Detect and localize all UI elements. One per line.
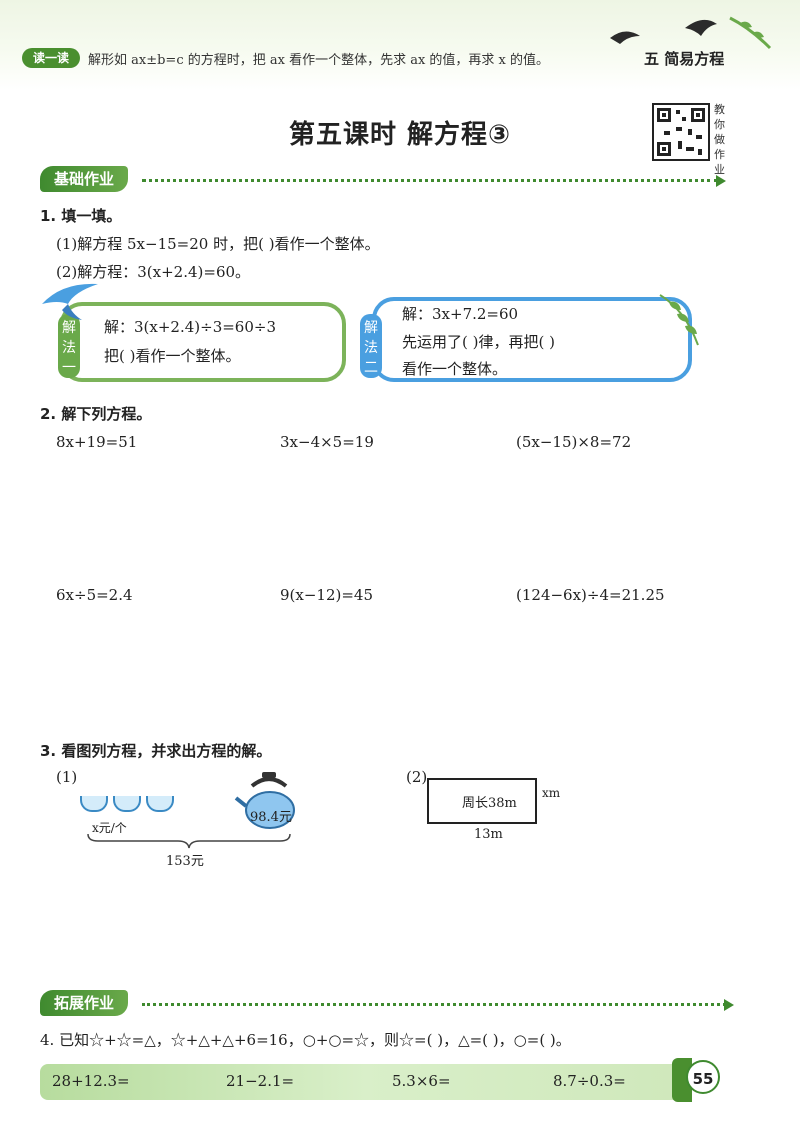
mental-calc-band — [40, 1064, 690, 1100]
method1-box — [60, 302, 346, 382]
calc-item: 21−2.1= — [226, 1072, 295, 1090]
header-band — [0, 0, 800, 90]
q1-item1: (1)解方程 5x−15=20 时，把( )看作一个整体。 — [56, 235, 380, 253]
equation: 3x−4×5=19 — [280, 433, 374, 451]
cup-icon — [80, 796, 108, 812]
total-price: 153元 — [166, 854, 204, 869]
q3-heading: 3. 看图列方程，并求出方程的解。 — [40, 742, 272, 760]
calc-item: 5.3×6= — [392, 1072, 451, 1090]
perimeter-label: 周长38m — [462, 796, 517, 811]
method1-line2: 把( )看作一个整体。 — [104, 347, 241, 365]
equation: (5x−15)×8=72 — [516, 433, 632, 451]
section-divider — [142, 179, 718, 182]
cup-price: x元/个 — [92, 821, 127, 835]
method2-tag: 解法二 — [360, 314, 382, 378]
swallow-icon — [610, 16, 772, 50]
method1-tag: 解法一 — [58, 314, 80, 378]
bird-icon — [42, 283, 98, 320]
unit-label: 五 简易方程 — [644, 50, 725, 68]
calc-item: 28+12.3= — [52, 1072, 130, 1090]
method2-line3: 看作一个整体。 — [402, 360, 508, 378]
page-title: 第五课时 解方程③ — [288, 120, 512, 150]
arrow-right-icon — [716, 175, 726, 187]
qr-code-icon[interactable] — [652, 103, 710, 161]
kettle-price: 98.4元 — [250, 810, 292, 825]
method2-line1: 解：3x+7.2=60 — [402, 305, 519, 323]
read-badge: 读一读 — [22, 48, 80, 68]
equation: 9(x−12)=45 — [280, 586, 374, 604]
page-number: 55 — [686, 1060, 720, 1094]
cup-icon — [113, 796, 141, 812]
bottom-length: 13m — [474, 827, 503, 842]
section-basic-tag: 基础作业 — [40, 166, 129, 192]
tip-text: 解形如 ax±b=c 的方程时，把 ax 看作一个整体，先求 ax 的值，再求 … — [88, 53, 550, 68]
q1-heading: 1. 填一填。 — [40, 207, 122, 225]
section-divider — [142, 1003, 726, 1006]
section-extended-tag: 拓展作业 — [40, 990, 129, 1016]
rectangle-figure — [427, 778, 537, 824]
qr-label: 教你做作业 — [714, 103, 725, 176]
q1-item2: (2)解方程：3(x+2.4)=60。 — [56, 263, 251, 281]
equation: 8x+19=51 — [56, 433, 138, 451]
side-length: xm — [542, 786, 561, 800]
arrow-right-icon — [724, 999, 734, 1011]
method2-line2: 先运用了( )律，再把( ) — [402, 333, 555, 351]
equation: (124−6x)÷4=21.25 — [516, 586, 665, 604]
q3-part1-label: (1) — [56, 768, 78, 786]
q3-part2-label: (2) — [406, 768, 428, 786]
q2-heading: 2. 解下列方程。 — [40, 405, 152, 423]
method1-line1: 解：3(x+2.4)÷3=60÷3 — [104, 318, 277, 336]
calc-item: 8.7÷0.3= — [553, 1072, 626, 1090]
willow-leaf-icon — [659, 294, 699, 346]
brace-icon — [87, 833, 291, 849]
equation: 6x÷5=2.4 — [56, 586, 133, 604]
cup-icon — [146, 796, 174, 812]
kettle-icon — [234, 772, 295, 829]
q4-text: 4. 已知☆+☆=△，☆+△+△+6=16，○+○=☆，则☆=( )，△=( )… — [40, 1031, 571, 1049]
